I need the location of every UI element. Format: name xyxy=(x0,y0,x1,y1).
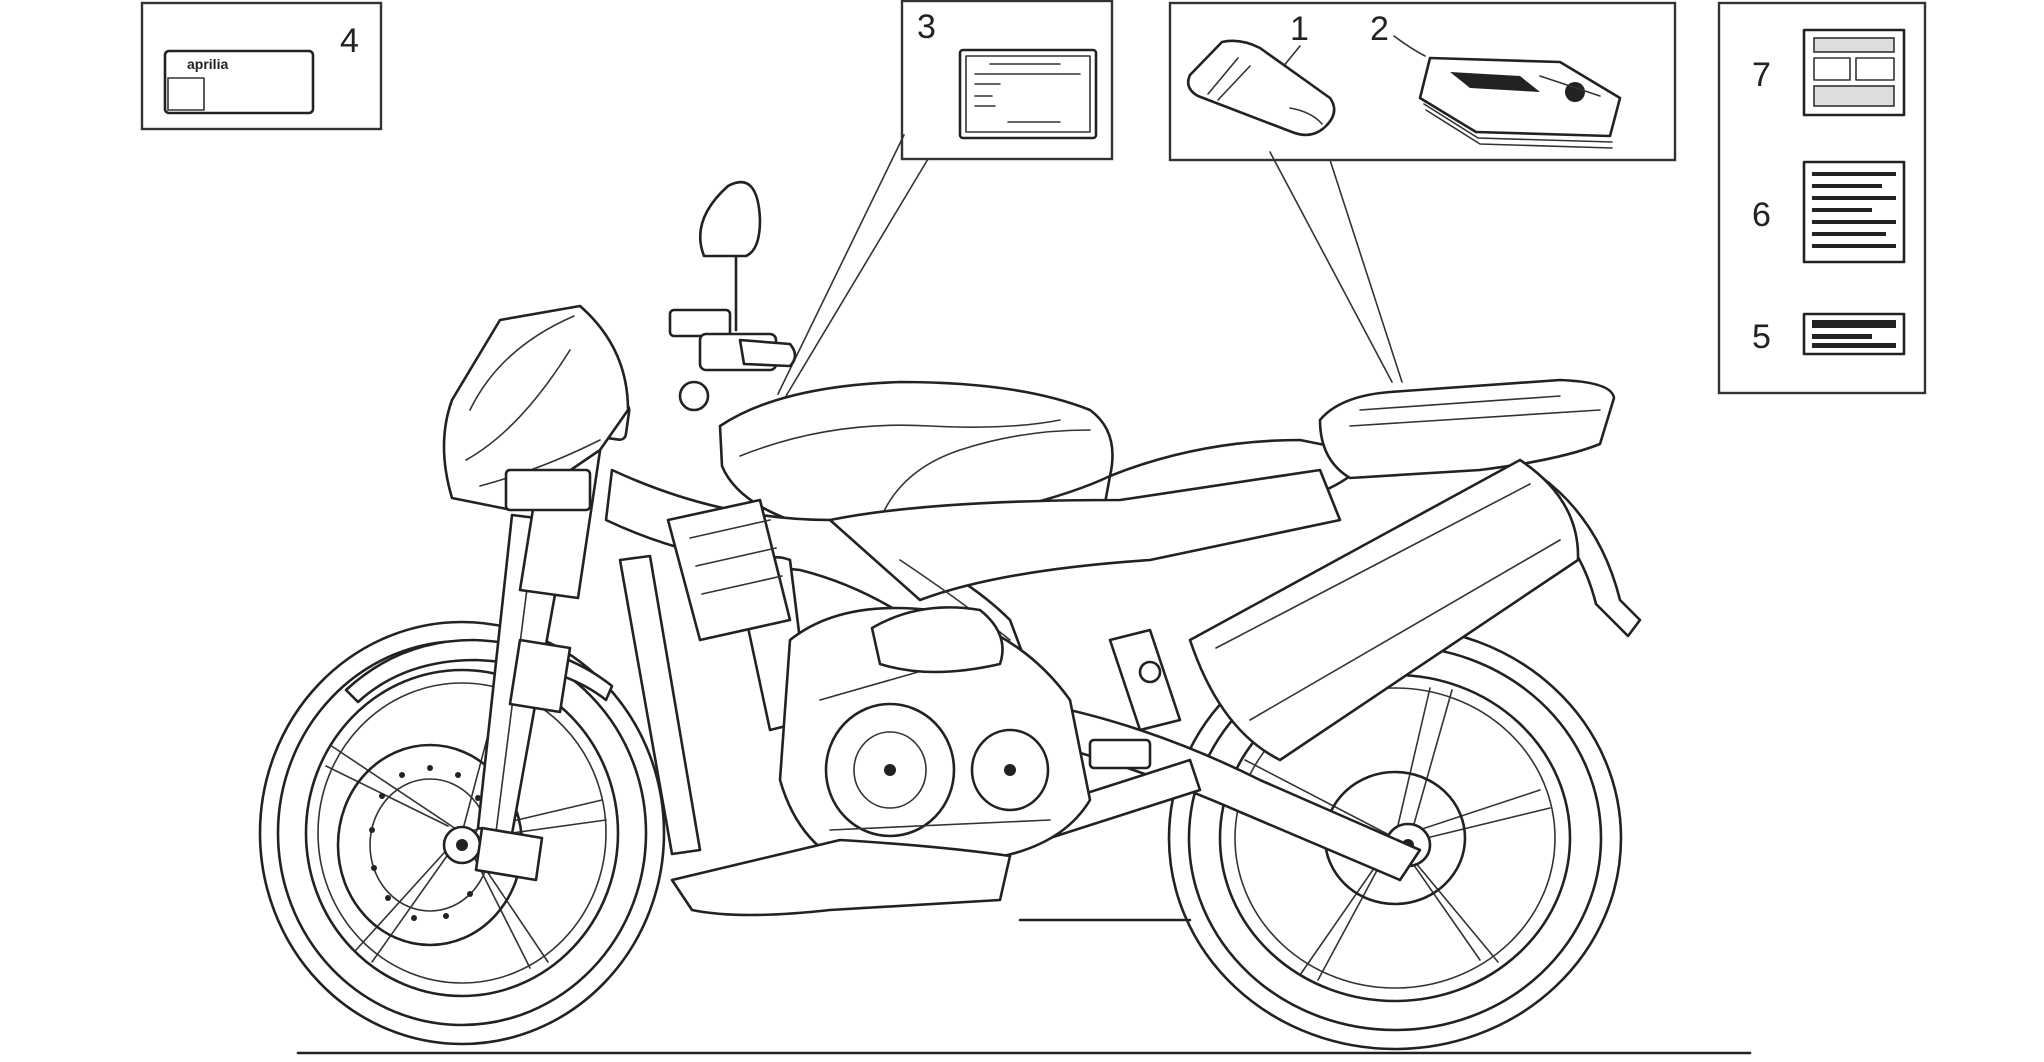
callout-5: 5 xyxy=(1752,318,1771,356)
part-box-3: 3 xyxy=(900,0,1114,161)
headlight-fairing xyxy=(442,304,630,512)
identification-plate-part xyxy=(958,48,1098,140)
rear-shock xyxy=(1018,628,1192,922)
callout-1: 1 xyxy=(1290,10,1309,48)
label-7-part xyxy=(1802,28,1906,117)
radiator xyxy=(666,498,792,642)
part-box-1-2: 1 2 xyxy=(1168,1,1677,162)
callout-2: 2 xyxy=(1370,10,1389,48)
callout-7: 7 xyxy=(1752,56,1771,94)
sticker-brand-text: aprilia xyxy=(187,56,228,72)
motorcycle-illustration xyxy=(258,180,1752,1055)
belly-pan xyxy=(670,838,1012,917)
leader-lines xyxy=(777,134,1403,397)
handlebar-mirror xyxy=(668,180,797,412)
side-panel xyxy=(870,606,1004,674)
part-box-5-6-7: 7 6 5 xyxy=(1717,1,1927,395)
aprilia-sticker-part: aprilia xyxy=(163,49,315,115)
callout-3: 3 xyxy=(917,8,936,46)
callout-6: 6 xyxy=(1752,196,1771,234)
label-6-part xyxy=(1802,160,1906,264)
label-5-part xyxy=(1802,312,1906,356)
tool-kit-pouch-part xyxy=(1186,39,1336,137)
part-box-4: 4 aprilia xyxy=(140,1,383,131)
owners-manual-part xyxy=(1418,56,1622,149)
callout-4: 4 xyxy=(340,22,359,60)
